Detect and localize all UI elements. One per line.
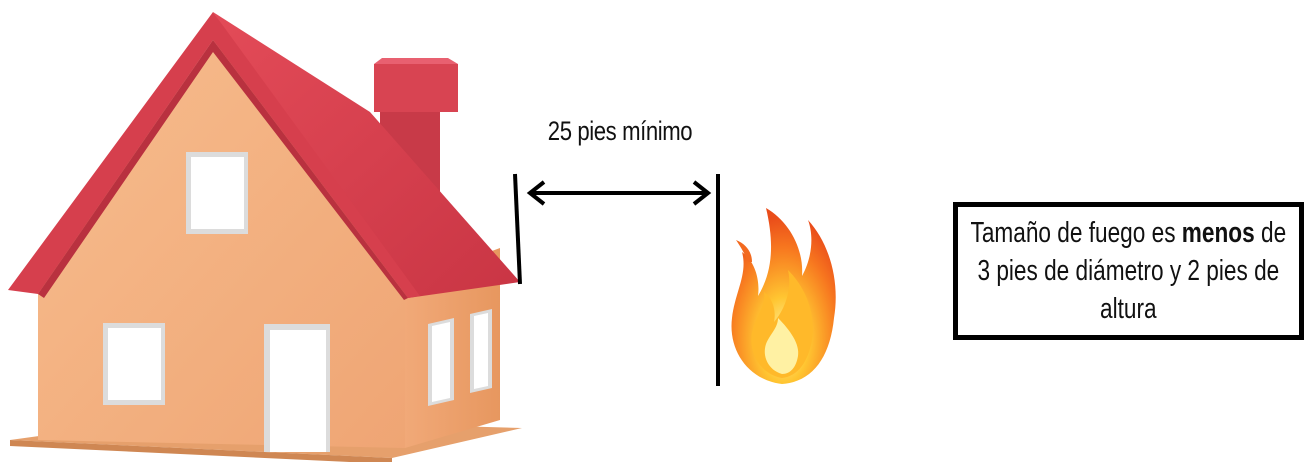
window-lower-left bbox=[103, 323, 165, 405]
info-line-1-suffix: de bbox=[1261, 217, 1286, 249]
fire-size-info-text: Tamaño de fuego es menos de 3 pies de di… bbox=[971, 214, 1287, 328]
fire-size-info-box: Tamaño de fuego es menos de 3 pies de di… bbox=[953, 202, 1304, 340]
distance-label: 25 pies mínimo bbox=[538, 116, 702, 147]
side-window-1 bbox=[428, 318, 454, 406]
side-window-2 bbox=[470, 309, 492, 393]
info-line-1-bold: menos bbox=[1182, 217, 1255, 249]
info-line-1-prefix: Tamaño de fuego es bbox=[971, 217, 1176, 249]
info-line-3: altura bbox=[971, 290, 1287, 328]
window-upper bbox=[186, 152, 248, 234]
door bbox=[264, 324, 330, 452]
double-arrow-icon bbox=[530, 182, 708, 204]
house-marker-line bbox=[515, 174, 520, 284]
info-line-2: 3 pies de diámetro y 2 pies de bbox=[971, 252, 1287, 290]
info-line-1: Tamaño de fuego es menos de bbox=[971, 214, 1287, 252]
fire-icon bbox=[731, 208, 835, 384]
house-icon bbox=[8, 12, 522, 462]
